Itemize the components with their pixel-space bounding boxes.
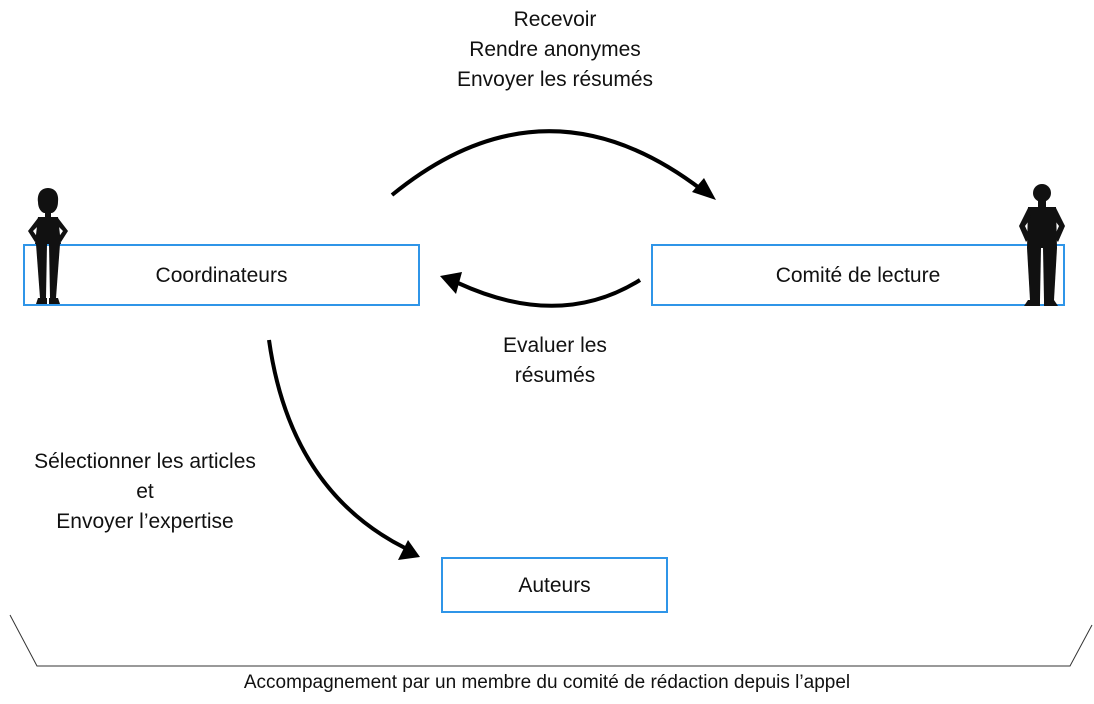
node-auteurs-label: Auteurs [518,573,591,597]
arrowhead-coord-to-auteurs [398,540,420,560]
node-comite-label: Comité de lecture [775,263,941,287]
node-coordinateurs: Coordinateurs [23,244,420,306]
edge-label-line: Sélectionner les articles [34,450,256,473]
edge-label-comite-to-coord: Evaluer les résumés [455,331,655,391]
bottom-bracket [9,614,1093,667]
edge-label-line: et [136,480,154,503]
edge-label-line: Rendre anonymes [469,38,641,61]
footer-caption-text: Accompagnement par un membre du comité d… [243,672,851,693]
arrow-coord-to-comite [390,129,704,197]
node-comite-de-lecture: Comité de lecture [651,244,1065,306]
arrowhead-comite-to-coord [440,272,462,294]
arrow-coord-to-auteurs [267,339,406,550]
edge-label-coord-to-comite: Recevoir Rendre anonymes Envoyer les rés… [405,5,705,95]
arrowhead-coord-to-comite [692,178,716,200]
edge-label-line: Envoyer l’expertise [56,510,234,533]
person-man-icon [1019,184,1065,306]
edge-label-line: Envoyer les résumés [456,68,654,91]
footer-caption: Accompagnement par un membre du comité d… [150,670,944,696]
node-coordinateurs-label: Coordinateurs [155,263,288,287]
node-auteurs: Auteurs [441,557,668,613]
person-woman-icon [28,188,68,304]
arrow-comite-to-coord [457,278,642,308]
edge-label-line: Recevoir [513,8,597,31]
edge-label-line: Evaluer les [503,334,607,357]
edge-label-coord-to-auteurs: Sélectionner les articles et Envoyer l’e… [0,447,290,537]
edge-label-line: résumés [514,364,596,387]
